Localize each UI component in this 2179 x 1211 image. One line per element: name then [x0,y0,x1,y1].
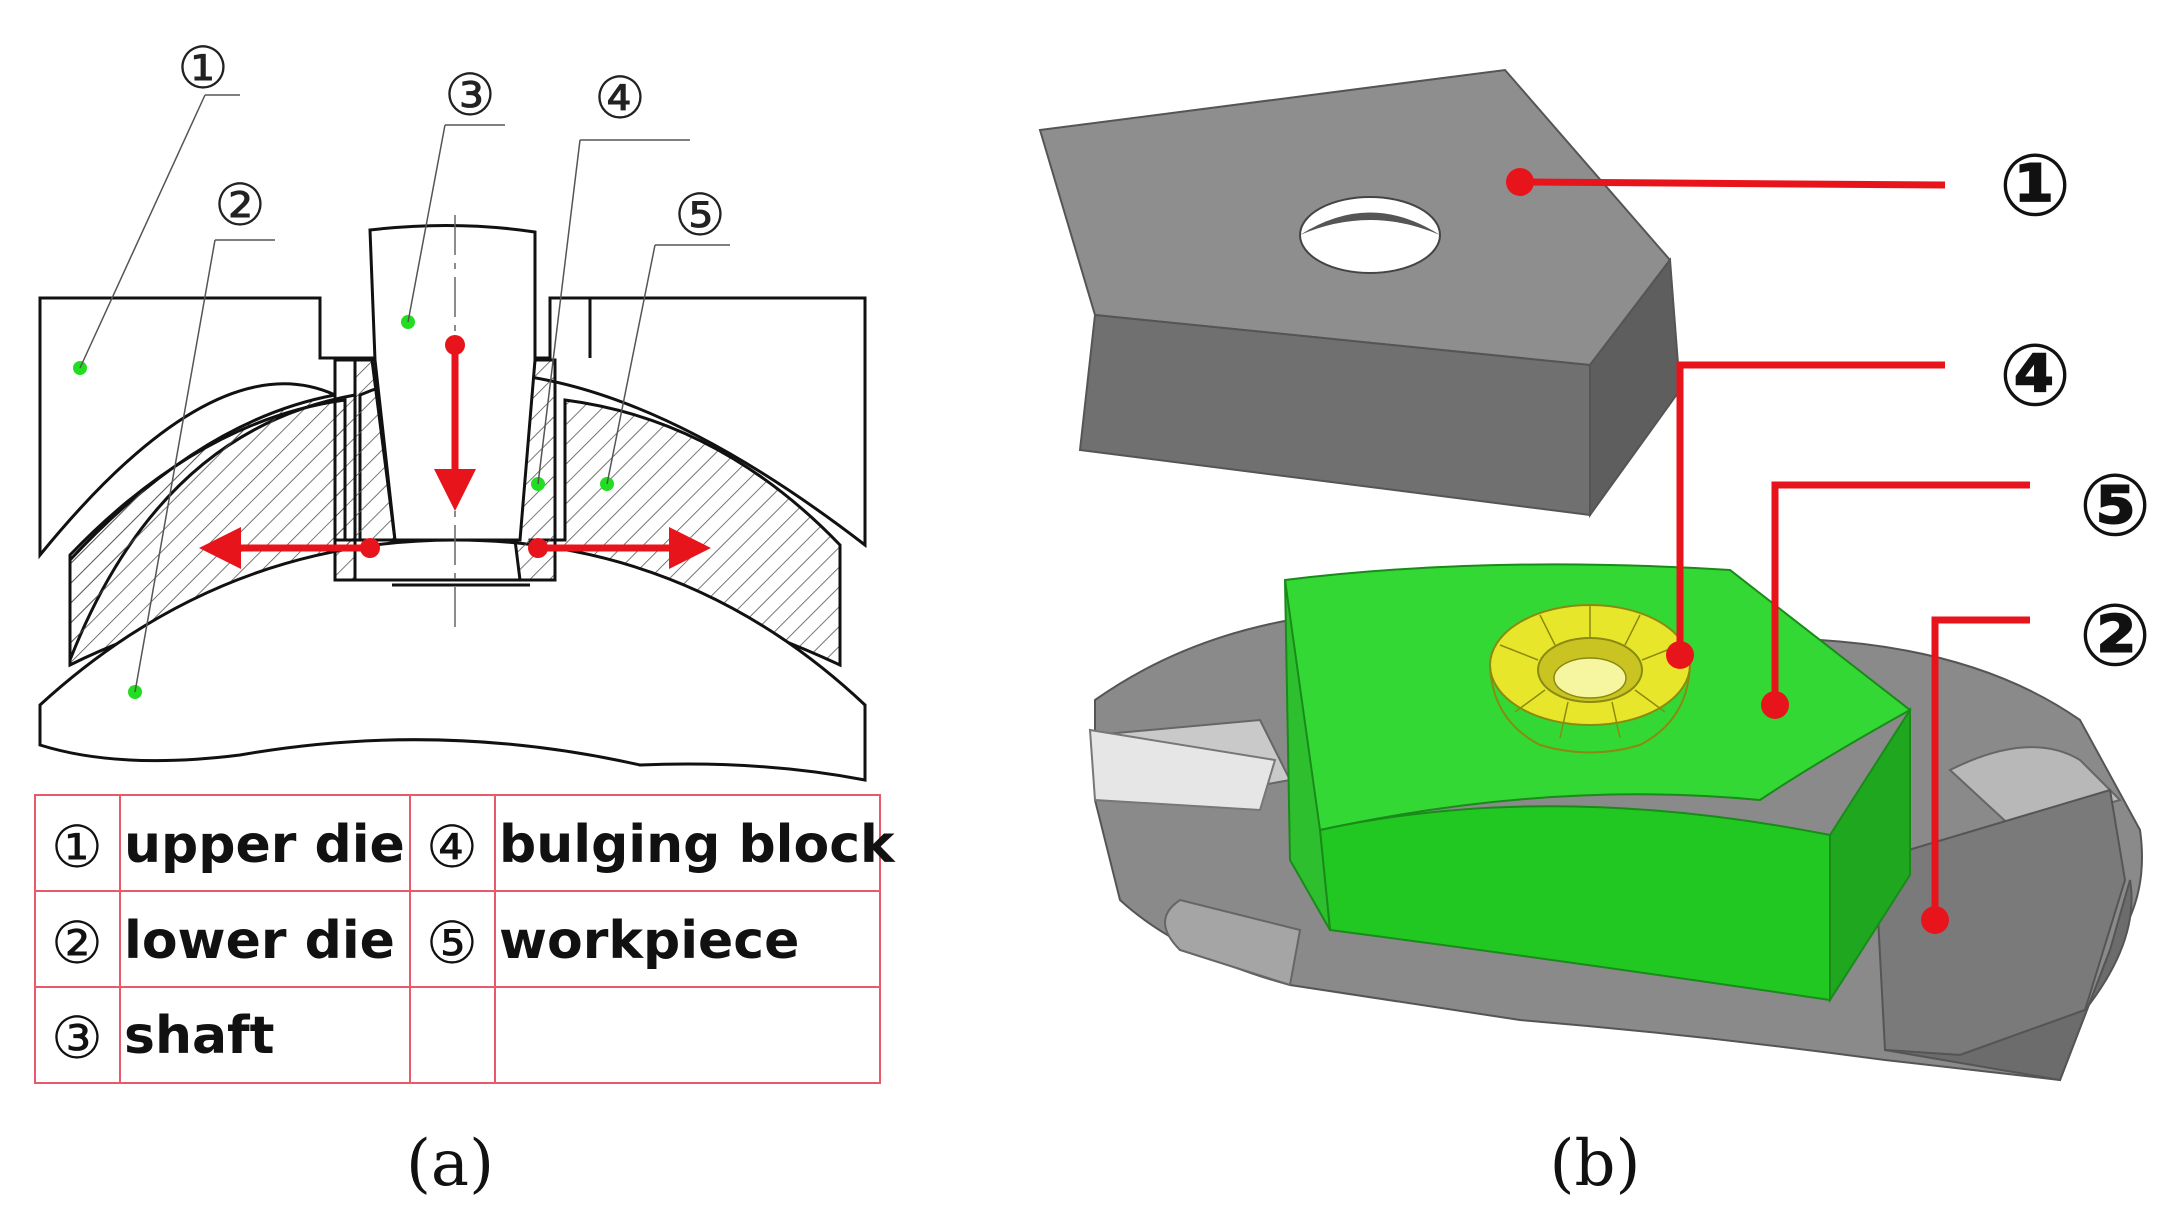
callout-b-1: ① [1999,136,2072,236]
callout-b-2: ② [2079,586,2152,686]
legend-bulging-block: bulging block [499,815,896,875]
panel-b-3d-model: ① ④ ⑤ ② [1038,68,2152,1082]
legend-table: ① upper die ④ bulging block ② lower die … [34,794,896,1084]
panel-b-leaders [1519,178,2030,920]
upper-die-hole [1299,196,1441,274]
dot-bulging-block [1666,641,1694,669]
callout-a-5: ⑤ [674,181,726,249]
dot-lower-die [1921,906,1949,934]
dot-workpiece [1761,691,1789,719]
workpiece-side [1829,706,1911,1004]
callout-b-5: ⑤ [2079,456,2152,556]
legend-num-1: ① [51,813,103,881]
panel-b-label: (b) [1550,1127,1641,1201]
panel-a-label: (a) [406,1127,494,1201]
legend-lower-die: lower die [124,911,395,971]
legend-num-4: ④ [426,813,478,881]
legend-workpiece: workpiece [499,911,799,971]
dot-upper-die [1506,168,1534,196]
legend-num-2: ② [51,909,103,977]
panel-a-cross-section: ① ② ③ ④ ⑤ [38,34,867,782]
callout-a-3: ③ [444,61,496,129]
legend-upper-die: upper die [124,815,405,875]
callout-b-4: ④ [1999,326,2072,426]
callout-a-1: ① [177,34,229,102]
legend-num-5: ⑤ [426,909,478,977]
legend-shaft: shaft [124,1006,275,1066]
legend-num-3: ③ [51,1004,103,1072]
callout-a-2: ② [214,171,266,239]
callout-a-4: ④ [594,64,646,132]
